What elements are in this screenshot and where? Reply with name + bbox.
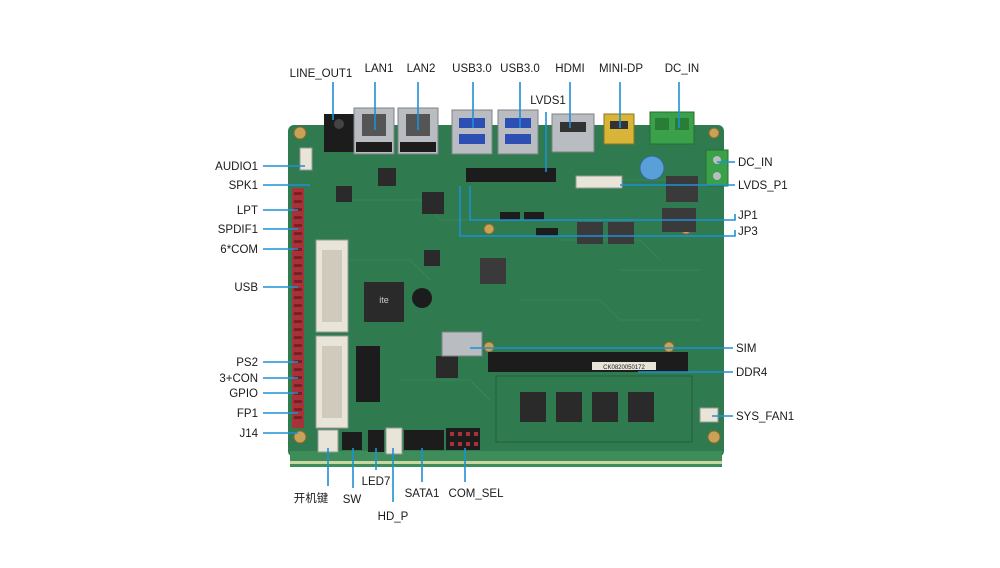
label-3con: 3+CON <box>219 373 258 385</box>
label-usb: USB <box>234 282 258 294</box>
dc-in-terminal <box>649 111 695 145</box>
label-usb30-2: USB3.0 <box>500 63 540 75</box>
dc-in-side-terminal <box>705 149 729 187</box>
sw-connector <box>342 432 362 450</box>
lvds-power-header <box>575 175 623 189</box>
label-mini-dp: MINI-DP <box>599 63 643 75</box>
label-ps2: PS2 <box>236 357 258 369</box>
label-sw: SW <box>343 494 362 506</box>
mini-pcie-slot-2 <box>315 335 349 429</box>
label-6com: 6*COM <box>220 244 258 256</box>
label-hdmi: HDMI <box>555 63 584 75</box>
mini-pcie-slot-1 <box>315 239 349 333</box>
label-sim: SIM <box>736 343 756 355</box>
com-sel-header <box>446 428 480 450</box>
sys-fan-header <box>699 407 719 423</box>
label-lan2: LAN2 <box>407 63 436 75</box>
label-dc-in-top: DC_IN <box>665 63 700 75</box>
label-jp3: JP3 <box>738 226 758 238</box>
label-ddr4: DDR4 <box>736 367 768 379</box>
leader-jp1 <box>469 186 736 221</box>
label-com-sel: COM_SEL <box>449 488 505 500</box>
sodimm-components <box>577 222 634 244</box>
chip-logo: ite <box>379 295 389 305</box>
label-line-out1: LINE_OUT1 <box>290 68 353 80</box>
hd-p-connector <box>385 427 403 455</box>
label-j14: J14 <box>239 428 258 440</box>
sim-slot <box>441 331 483 357</box>
leader-lines <box>263 82 736 502</box>
label-led7: LED7 <box>362 476 391 488</box>
leader-jp3 <box>459 186 736 237</box>
usb30-port-1 <box>451 109 493 155</box>
sodimm-sticker: CK0820050172 <box>603 365 645 371</box>
led7-connector <box>368 430 384 452</box>
label-jp1: JP1 <box>738 210 758 222</box>
misc-chips <box>336 168 506 378</box>
pcb-board <box>288 125 724 467</box>
super-io-chip: ite <box>364 282 404 322</box>
buzzer <box>412 288 432 308</box>
label-usb30-1: USB3.0 <box>452 63 492 75</box>
label-hd-p: HD_P <box>378 511 409 523</box>
label-audio1: AUDIO1 <box>215 161 258 173</box>
battery <box>639 155 665 181</box>
sata-connector <box>404 430 444 450</box>
label-power-key: 开机键 <box>294 491 329 505</box>
hdmi-port <box>551 113 595 153</box>
label-lpt: LPT <box>237 205 258 217</box>
lvds-header <box>466 168 556 182</box>
labels: LINE_OUT1 LAN1 LAN2 USB3.0 USB3.0 HDMI M… <box>215 63 794 523</box>
label-gpio: GPIO <box>229 388 258 400</box>
label-sata1: SATA1 <box>405 488 440 500</box>
label-spdif1: SPDIF1 <box>218 224 258 236</box>
usb30-port-2 <box>497 109 539 155</box>
audio-header <box>299 147 313 171</box>
m2-slot <box>356 346 380 402</box>
mini-dp-port <box>603 113 635 145</box>
label-lan1: LAN1 <box>365 63 394 75</box>
label-lvds-p1: LVDS_P1 <box>738 180 788 192</box>
label-dc-in-right: DC_IN <box>738 157 773 169</box>
label-spk1: SPK1 <box>229 180 258 192</box>
label-lvds1: LVDS1 <box>530 95 566 107</box>
label-sys-fan1: SYS_FAN1 <box>736 411 794 423</box>
audio-jack <box>324 114 354 152</box>
lan1-port <box>353 107 395 155</box>
jumper-headers <box>500 212 558 236</box>
left-pin-header <box>292 188 304 428</box>
ddr4-sodimm: CK0820050172 <box>488 352 693 443</box>
label-fp1: FP1 <box>237 408 258 420</box>
